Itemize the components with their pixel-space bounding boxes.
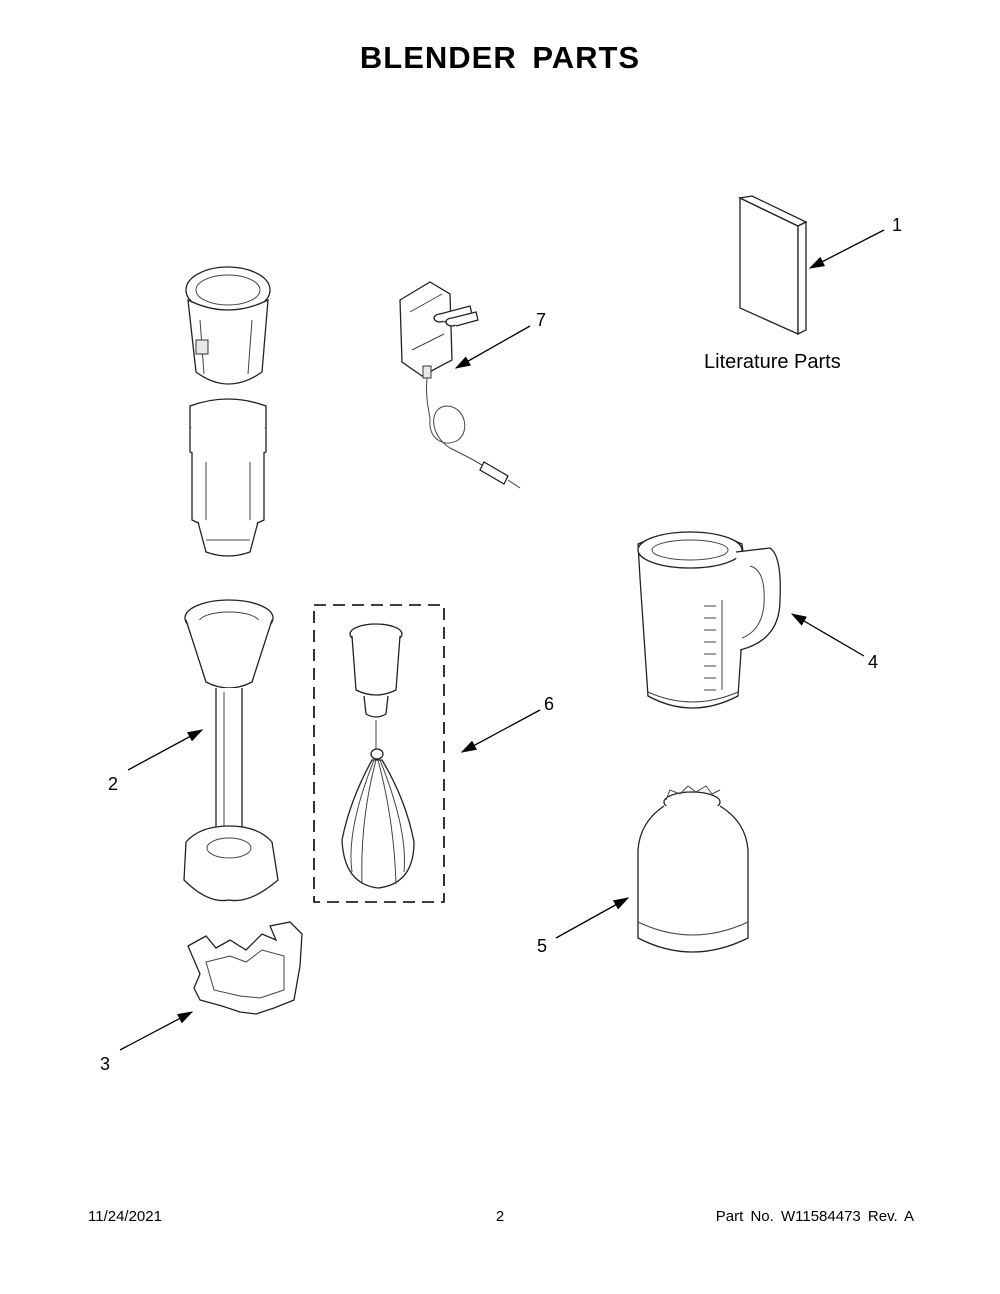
callout-5: 5 bbox=[537, 936, 547, 956]
arrow-2 bbox=[127, 729, 204, 771]
callout-7: 7 bbox=[536, 310, 546, 330]
whisk-attachment bbox=[313, 604, 445, 903]
arrow-4 bbox=[790, 613, 865, 657]
footer-page-number: 2 bbox=[495, 1208, 505, 1225]
footer-date: 11/24/2021 bbox=[88, 1208, 162, 1225]
blending-arm bbox=[183, 599, 279, 902]
callout-1: 1 bbox=[892, 215, 902, 235]
storage-container bbox=[637, 785, 749, 953]
power-adapter bbox=[399, 281, 521, 489]
callout-3: 3 bbox=[100, 1054, 110, 1074]
arrow-3 bbox=[119, 1011, 194, 1051]
page-title: BLENDER PARTS bbox=[359, 40, 641, 75]
literature-label: Literature Parts bbox=[704, 351, 841, 373]
motor-body bbox=[185, 266, 271, 557]
footer-part-number: Part No. W11584473 Rev. A bbox=[715, 1208, 914, 1225]
arrow-7 bbox=[454, 325, 531, 369]
callout-2: 2 bbox=[108, 774, 118, 794]
blade-guard bbox=[187, 921, 303, 1015]
callout-6: 6 bbox=[544, 694, 554, 714]
callout-4: 4 bbox=[868, 652, 878, 672]
arrow-6 bbox=[460, 709, 541, 753]
literature-booklet bbox=[737, 195, 808, 336]
arrow-5 bbox=[555, 897, 630, 939]
arrow-1 bbox=[808, 229, 885, 269]
blending-jar bbox=[637, 531, 781, 709]
